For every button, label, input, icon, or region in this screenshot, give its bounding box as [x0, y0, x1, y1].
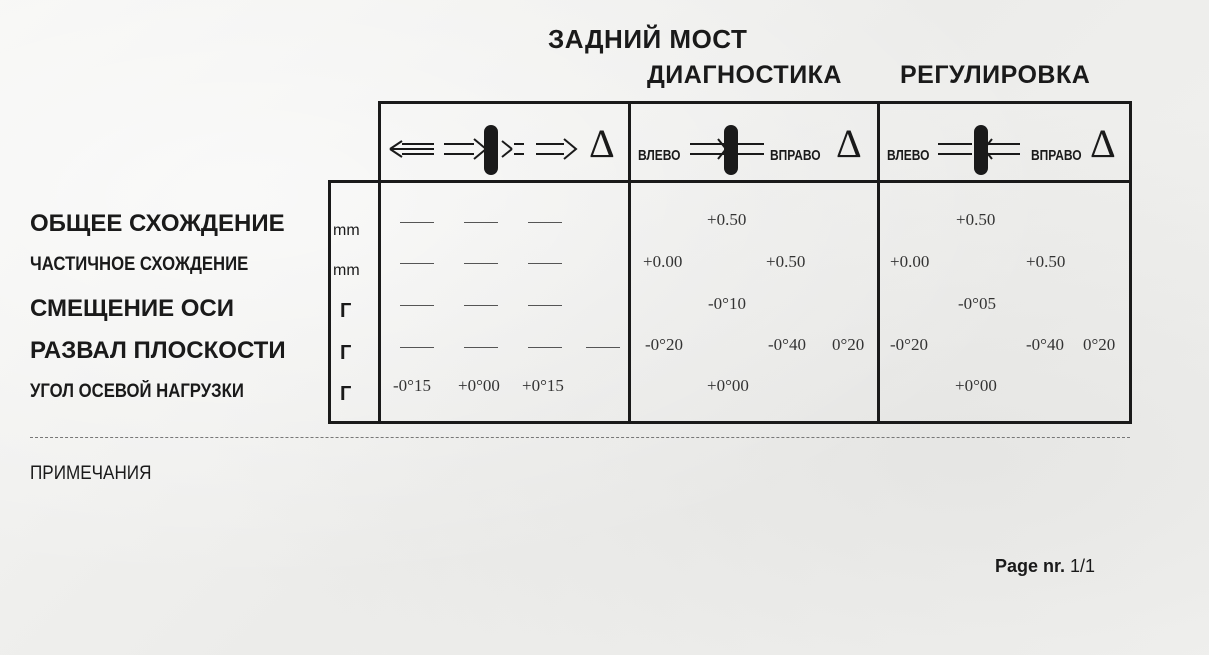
tolerance-empty	[400, 222, 434, 223]
diag-camber-right: -0°40	[768, 335, 806, 354]
diag-partial-toe-left: +0.00	[643, 252, 683, 271]
notes-divider	[30, 437, 1130, 438]
tolerance-delta-icon: Δ	[589, 121, 615, 166]
unit-axle-offset: Г	[340, 300, 352, 322]
diag-wheel-icon	[690, 125, 764, 175]
diag-left-label: ВЛЕВО	[638, 147, 681, 164]
body-box	[328, 180, 1132, 424]
unit-total-toe: mm	[333, 222, 360, 239]
tolerance-empty	[528, 305, 562, 306]
tolerance-thrust-min: -0°15	[393, 376, 431, 395]
tolerance-thrust-nom: +0°00	[458, 376, 500, 395]
diag-total-toe: +0.50	[707, 210, 747, 229]
tolerance-thrust-max: +0°15	[522, 376, 564, 395]
tolerance-empty	[528, 222, 562, 223]
adj-delta-icon: Δ	[1090, 121, 1116, 166]
tolerance-empty	[400, 347, 434, 348]
diag-axle-offset: -0°10	[708, 294, 746, 313]
tolerance-empty	[464, 305, 498, 306]
unit-camber: Г	[340, 342, 352, 364]
adj-partial-toe-right: +0.50	[1026, 252, 1066, 271]
tolerance-empty	[464, 347, 498, 348]
adj-left-label: ВЛЕВО	[887, 147, 930, 164]
diagnostics-title: ДИАГНОСТИКА	[647, 61, 842, 89]
adj-camber-right: -0°40	[1026, 335, 1064, 354]
unit-partial-toe: mm	[333, 262, 360, 279]
adj-total-toe: +0.50	[956, 210, 996, 229]
adj-camber-delta: 0°20	[1083, 335, 1116, 354]
row-label-partial-toe: ЧАСТИЧНОЕ СХОЖДЕНИЕ	[30, 254, 249, 275]
adj-partial-toe-left: +0.00	[890, 252, 930, 271]
diag-delta-icon: Δ	[836, 121, 862, 166]
notes-label: ПРИМЕЧАНИЯ	[30, 463, 152, 484]
row-label-axle-offset: СМЕЩЕНИЕ ОСИ	[30, 295, 234, 322]
diag-right-label: ВПРАВО	[770, 147, 821, 164]
row-label-camber: РАЗВАЛ ПЛОСКОСТИ	[30, 337, 286, 364]
tolerance-empty	[400, 263, 434, 264]
adj-separator	[877, 101, 880, 424]
diag-separator	[628, 101, 631, 424]
page-number: Page nr. 1/1	[995, 556, 1095, 577]
tolerance-empty	[464, 222, 498, 223]
page-value: 1/1	[1070, 556, 1096, 576]
tolerance-empty	[586, 347, 620, 348]
unit-separator	[378, 180, 381, 424]
tolerance-column-icon	[389, 125, 578, 175]
adj-camber-left: -0°20	[890, 335, 928, 354]
tolerance-empty	[400, 305, 434, 306]
tolerance-empty	[528, 263, 562, 264]
row-label-thrust-angle: УГОЛ ОСЕВОЙ НАГРУЗКИ	[30, 381, 244, 402]
tolerance-empty	[528, 347, 562, 348]
diag-thrust-angle: +0°00	[707, 376, 749, 395]
adjustment-title: РЕГУЛИРОВКА	[900, 61, 1091, 89]
adj-thrust-angle: +0°00	[955, 376, 997, 395]
diag-camber-left: -0°20	[645, 335, 683, 354]
diag-partial-toe-right: +0.50	[766, 252, 806, 271]
adj-right-label: ВПРАВО	[1031, 147, 1082, 164]
unit-thrust-angle: Г	[340, 383, 352, 405]
row-label-total-toe: ОБЩЕЕ СХОЖДЕНИЕ	[30, 210, 285, 237]
adj-wheel-icon	[938, 125, 1020, 175]
section-title: ЗАДНИЙ МОСТ	[548, 24, 748, 54]
tolerance-empty	[464, 263, 498, 264]
adj-axle-offset: -0°05	[958, 294, 996, 313]
diag-camber-delta: 0°20	[832, 335, 865, 354]
page-label: Page nr.	[995, 556, 1066, 576]
